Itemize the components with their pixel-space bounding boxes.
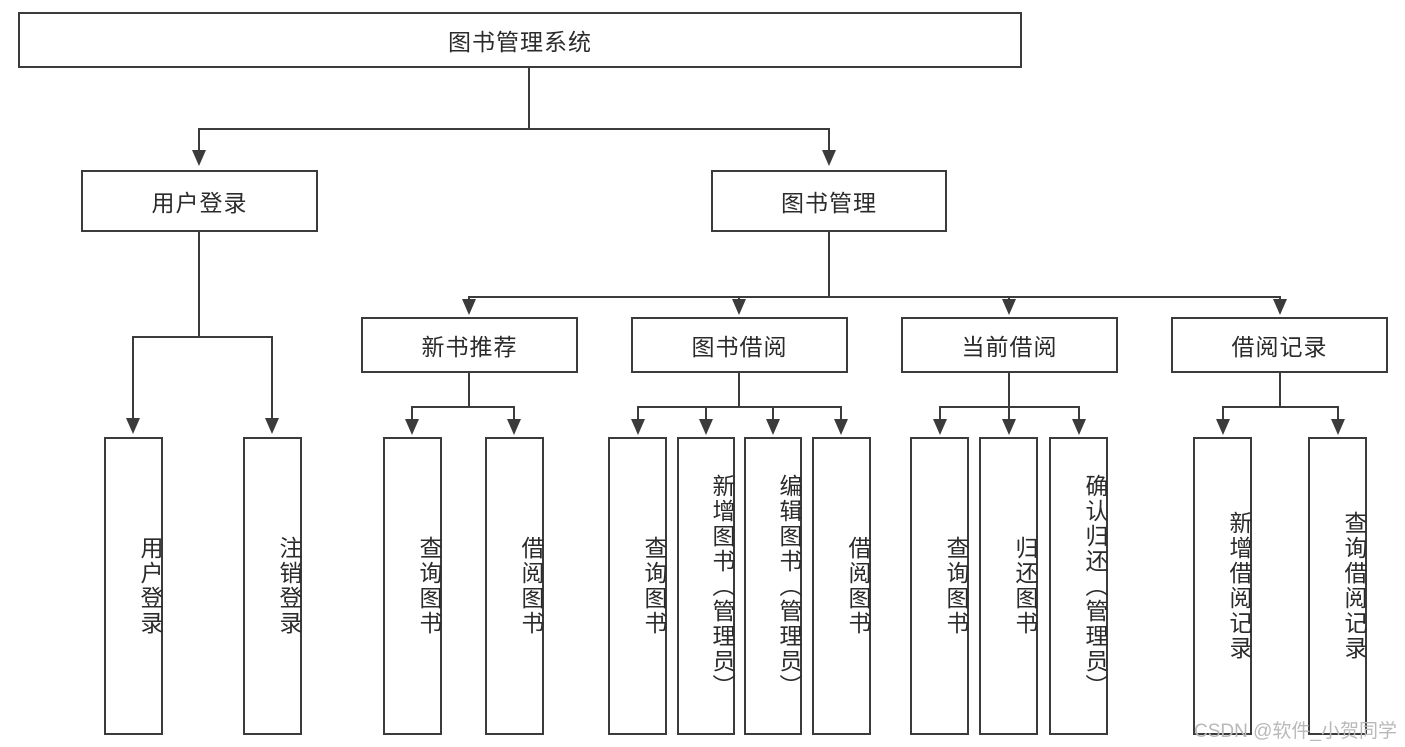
leaf-bookborrow-query-book[interactable]: 查询图书 <box>608 437 667 735</box>
node-new-book-recommendation[interactable]: 新书推荐 <box>361 317 578 373</box>
arrow-bm-to-new-book <box>462 299 476 315</box>
node-label: 查询图书 <box>943 536 969 636</box>
node-borrow-record[interactable]: 借阅记录 <box>1171 317 1388 373</box>
node-current-borrow[interactable]: 当前借阅 <box>901 317 1118 373</box>
arrow-bb-to-leaf-4 <box>834 419 848 435</box>
connector-cb-to-leaf-1 <box>939 406 941 421</box>
leaf-bookborrow-edit-book-admin[interactable]: 编辑图书（管理员） <box>744 437 802 735</box>
node-label: 新增借阅记录 <box>1226 511 1252 661</box>
node-label: 查询图书 <box>416 536 442 636</box>
connector-user-login-to-leaf-2 <box>271 336 273 419</box>
connector-user-login-to-leaf-1 <box>132 336 134 419</box>
leaf-logout[interactable]: 注销登录 <box>243 437 302 735</box>
node-label: 查询借阅记录 <box>1341 511 1367 661</box>
arrow-bm-to-borrow-record <box>1273 299 1287 315</box>
node-label: 借阅图书 <box>845 536 871 636</box>
connector-root-to-book-management <box>828 128 830 152</box>
node-label: 编辑图书（管理员） <box>776 473 802 699</box>
leaf-user-login[interactable]: 用户登录 <box>104 437 163 735</box>
arrow-cb-to-leaf-1 <box>933 419 947 435</box>
leaf-currentborrow-confirm-return-admin[interactable]: 确认归还（管理员） <box>1049 437 1108 735</box>
connector-user-login-stem <box>198 232 200 336</box>
leaf-currentborrow-query-book[interactable]: 查询图书 <box>910 437 969 735</box>
node-label: 归还图书 <box>1012 536 1038 636</box>
arrow-br-to-leaf-1 <box>1216 419 1230 435</box>
arrow-cb-to-leaf-3 <box>1072 419 1086 435</box>
node-label: 用户登录 <box>151 190 248 216</box>
leaf-borrowrecord-query-record[interactable]: 查询借阅记录 <box>1308 437 1367 735</box>
watermark-text: CSDN @软件_小贺同学 <box>1194 721 1397 742</box>
connector-cb-to-leaf-2 <box>1008 406 1010 421</box>
arrow-newbook-to-leaf-1 <box>405 419 419 435</box>
node-user-login[interactable]: 用户登录 <box>81 170 318 232</box>
node-book-borrow[interactable]: 图书借阅 <box>631 317 848 373</box>
leaf-newbook-borrow-book[interactable]: 借阅图书 <box>485 437 544 735</box>
connector-bb-to-leaf-2 <box>705 406 707 421</box>
connector-bb-to-leaf-4 <box>840 406 842 421</box>
connector-book-management-stem <box>828 232 830 296</box>
arrow-bb-to-leaf-1 <box>631 419 645 435</box>
arrow-newbook-to-leaf-2 <box>507 419 521 435</box>
node-label: 新增图书（管理员） <box>709 473 735 699</box>
leaf-newbook-query-book[interactable]: 查询图书 <box>383 437 442 735</box>
node-label: 图书管理 <box>781 190 877 216</box>
connector-bm-to-borrow-record <box>1279 296 1281 300</box>
node-label: 当前借阅 <box>961 334 1058 360</box>
arrow-user-login-to-leaf-2 <box>265 418 279 434</box>
node-label: 图书借阅 <box>691 334 788 360</box>
connector-user-login-bus <box>132 336 273 338</box>
connector-cb-to-leaf-3 <box>1078 406 1080 421</box>
node-label: 确认归还（管理员） <box>1082 473 1108 699</box>
connector-current-borrow-stem <box>1008 373 1010 406</box>
connector-bm-to-book-borrow <box>738 296 740 300</box>
arrow-bb-to-leaf-2 <box>699 419 713 435</box>
node-root-book-management-system[interactable]: 图书管理系统 <box>18 12 1022 68</box>
node-label: 借阅记录 <box>1231 334 1328 360</box>
connector-br-to-leaf-1 <box>1222 406 1224 421</box>
arrow-user-login-to-leaf-1 <box>126 418 140 434</box>
connector-bm-to-new-book <box>468 296 470 300</box>
connector-borrow-record-stem <box>1279 373 1281 406</box>
connector-bb-to-leaf-3 <box>772 406 774 421</box>
connector-bb-to-leaf-1 <box>637 406 639 421</box>
connector-book-borrow-stem <box>738 373 740 406</box>
node-label: 借阅图书 <box>518 536 544 636</box>
arrow-root-to-user-login <box>192 150 206 166</box>
connector-br-to-leaf-2 <box>1337 406 1339 421</box>
connector-bm-to-current-borrow <box>1008 296 1010 300</box>
connector-newbook-to-leaf-2 <box>513 406 515 421</box>
connector-new-book-bus <box>411 406 515 408</box>
leaf-bookborrow-borrow-book[interactable]: 借阅图书 <box>812 437 871 735</box>
leaf-borrowrecord-add-record[interactable]: 新增借阅记录 <box>1193 437 1252 735</box>
connector-borrow-record-bus <box>1222 406 1339 408</box>
connector-root-bus <box>199 128 830 130</box>
node-label: 用户登录 <box>137 536 163 636</box>
connector-root-to-user-login <box>198 128 200 152</box>
connector-root-stem <box>528 68 530 128</box>
leaf-currentborrow-return-book[interactable]: 归还图书 <box>979 437 1038 735</box>
arrow-bm-to-book-borrow <box>732 299 746 315</box>
arrow-br-to-leaf-2 <box>1331 419 1345 435</box>
arrow-bm-to-current-borrow <box>1002 299 1016 315</box>
connector-new-book-stem <box>468 373 470 406</box>
connector-newbook-to-leaf-1 <box>411 406 413 421</box>
node-label: 注销登录 <box>276 536 302 636</box>
node-label: 图书管理系统 <box>448 29 592 55</box>
node-book-management[interactable]: 图书管理 <box>711 170 947 232</box>
arrow-root-to-book-management <box>822 150 836 166</box>
node-label: 查询图书 <box>641 536 667 636</box>
arrow-bb-to-leaf-3 <box>766 419 780 435</box>
leaf-bookborrow-add-book-admin[interactable]: 新增图书（管理员） <box>677 437 735 735</box>
connector-book-borrow-bus <box>637 406 842 408</box>
connector-book-management-bus <box>468 296 1281 298</box>
node-label: 新书推荐 <box>421 334 518 360</box>
arrow-cb-to-leaf-2 <box>1002 419 1016 435</box>
